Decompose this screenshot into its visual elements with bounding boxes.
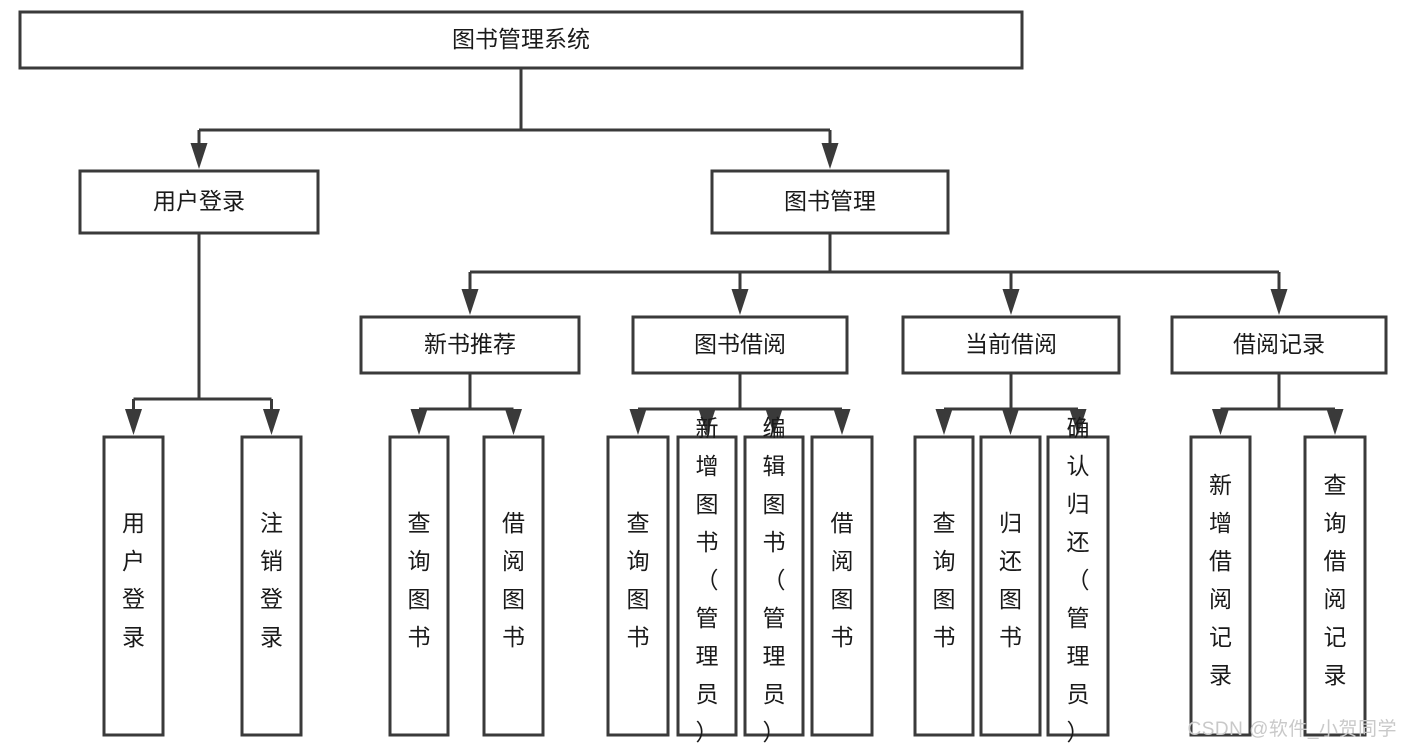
nodes-layer: 图书管理系统用户登录图书管理新书推荐图书借阅当前借阅借阅记录用户登录注销登录查询…	[18, 10, 1388, 745]
node-label: 用户登录	[153, 188, 245, 214]
node-leaf-borrow-book-2[interactable]: 借阅图书	[810, 435, 874, 737]
arrow-head-icon	[1212, 409, 1229, 435]
edge-group-user-login	[125, 233, 280, 435]
arrow-head-icon	[190, 143, 208, 169]
arrow-head-icon	[1270, 289, 1288, 315]
node-box[interactable]	[482, 435, 545, 737]
node-leaf-add-record[interactable]: 新增借阅记录	[1189, 435, 1252, 737]
node-borrow-record[interactable]: 借阅记录	[1170, 315, 1388, 375]
node-box[interactable]	[913, 435, 975, 737]
node-user-login[interactable]: 用户登录	[78, 169, 320, 235]
node-box[interactable]	[676, 435, 738, 737]
arrow-head-icon	[833, 409, 851, 435]
node-box[interactable]	[710, 169, 950, 235]
node-leaf-return-book[interactable]: 归还图书	[979, 435, 1042, 737]
node-box[interactable]	[1303, 435, 1367, 737]
edges-layer	[125, 68, 1344, 435]
node-leaf-add-book[interactable]: 新增图书（管理员）	[676, 415, 738, 745]
edge-group-book-borrow	[629, 373, 851, 435]
node-box[interactable]	[1189, 435, 1252, 737]
node-label: 编辑图书（管理员）	[763, 415, 786, 745]
arrow-head-icon	[1002, 409, 1019, 435]
node-box[interactable]	[979, 435, 1042, 737]
node-label: 确认归还（管理员）	[1067, 415, 1090, 745]
node-label: 新增图书（管理员）	[696, 415, 719, 745]
node-box[interactable]	[18, 10, 1024, 70]
node-box[interactable]	[359, 315, 581, 375]
node-label: 查询图书	[627, 510, 650, 650]
node-label: 当前借阅	[965, 331, 1057, 357]
arrow-head-icon	[263, 409, 280, 435]
arrow-head-icon	[698, 409, 716, 435]
edge-group-root	[190, 68, 839, 169]
node-leaf-query-record[interactable]: 查询借阅记录	[1303, 435, 1367, 737]
node-new-book-rec[interactable]: 新书推荐	[359, 315, 581, 375]
node-leaf-confirm-return[interactable]: 确认归还（管理员）	[1046, 415, 1110, 745]
arrow-head-icon	[731, 289, 749, 315]
edge-group-current-borrow	[935, 373, 1087, 435]
node-book-borrow[interactable]: 图书借阅	[631, 315, 849, 375]
node-leaf-query-book-1[interactable]: 查询图书	[388, 435, 450, 737]
node-label: 查询图书	[933, 510, 956, 650]
arrow-head-icon	[410, 409, 428, 435]
node-leaf-edit-book[interactable]: 编辑图书（管理员）	[743, 415, 805, 745]
edge-group-borrow-record	[1212, 373, 1344, 435]
arrow-head-icon	[935, 409, 953, 435]
node-label: 查询图书	[408, 510, 431, 650]
node-box[interactable]	[631, 315, 849, 375]
node-label: 图书管理	[784, 188, 876, 214]
node-label: 图书借阅	[694, 331, 786, 357]
node-box[interactable]	[606, 435, 670, 737]
arrow-head-icon	[821, 143, 839, 169]
node-box[interactable]	[901, 315, 1121, 375]
node-label: 用户登录	[122, 510, 145, 650]
node-label: 借阅图书	[502, 510, 525, 650]
node-box[interactable]	[102, 435, 165, 737]
node-box[interactable]	[1046, 435, 1110, 737]
arrow-head-icon	[629, 409, 647, 435]
node-leaf-borrow-book-1[interactable]: 借阅图书	[482, 435, 545, 737]
arrow-head-icon	[1069, 409, 1087, 435]
node-box[interactable]	[78, 169, 320, 235]
node-label: 归还图书	[999, 510, 1022, 650]
node-box[interactable]	[240, 435, 303, 737]
node-leaf-query-book-2[interactable]: 查询图书	[606, 435, 670, 737]
node-box[interactable]	[388, 435, 450, 737]
node-label: 查询借阅记录	[1324, 472, 1347, 688]
node-leaf-user-login[interactable]: 用户登录	[102, 435, 165, 737]
node-leaf-query-book-3[interactable]: 查询图书	[913, 435, 975, 737]
node-book-manage[interactable]: 图书管理	[710, 169, 950, 235]
node-label: 注销登录	[260, 510, 283, 650]
arrow-head-icon	[461, 289, 479, 315]
node-label: 图书管理系统	[452, 26, 590, 52]
node-root[interactable]: 图书管理系统	[18, 10, 1024, 70]
arrow-head-icon	[125, 409, 142, 435]
node-leaf-logout[interactable]: 注销登录	[240, 435, 303, 737]
arrow-head-icon	[1326, 409, 1344, 435]
node-box[interactable]	[743, 435, 805, 737]
node-box[interactable]	[810, 435, 874, 737]
arrow-head-icon	[765, 409, 783, 435]
node-label: 新书推荐	[424, 331, 516, 357]
node-label: 借阅图书	[831, 510, 854, 650]
node-label: 借阅记录	[1233, 331, 1325, 357]
arrow-head-icon	[505, 409, 522, 435]
arrow-head-icon	[1002, 289, 1020, 315]
node-label: 新增借阅记录	[1209, 472, 1232, 688]
node-box[interactable]	[1170, 315, 1388, 375]
edge-group-book-manage	[461, 233, 1288, 315]
csdn-watermark: CSDN @软件_小贺同学	[1187, 719, 1397, 740]
edge-group-new-book-rec	[410, 373, 522, 435]
node-current-borrow[interactable]: 当前借阅	[901, 315, 1121, 375]
